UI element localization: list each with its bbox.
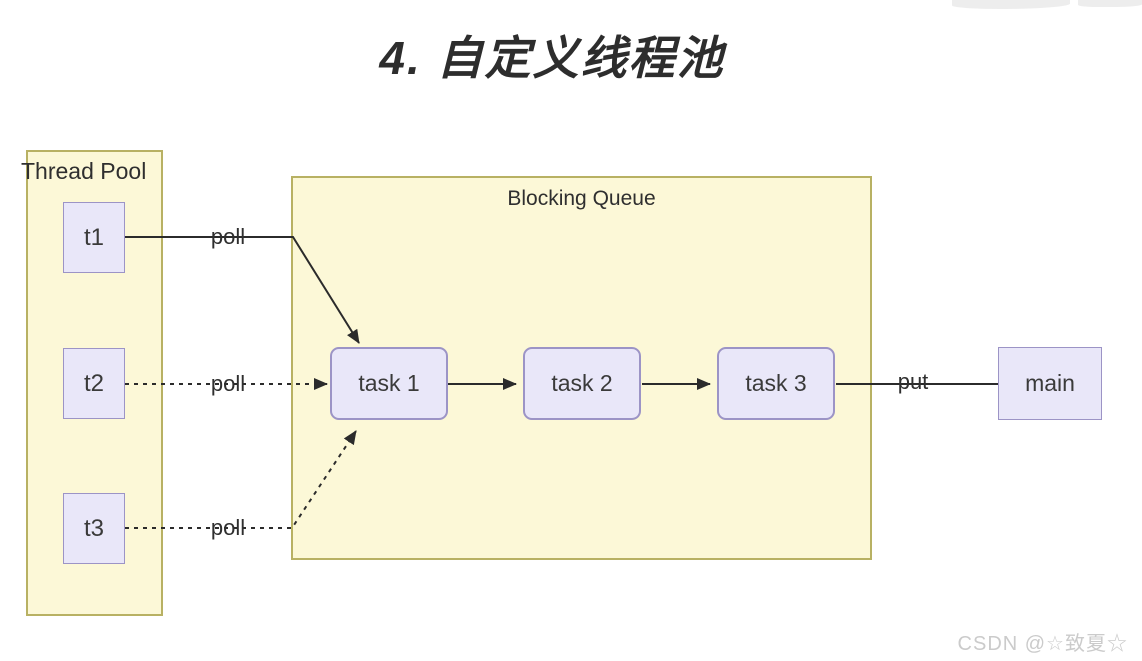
thread-node-label: t2 — [83, 369, 104, 397]
top-edge-artifact — [952, 0, 1070, 9]
thread-node-t3: t3 — [63, 493, 125, 564]
task-node-2: task 2 — [523, 347, 641, 420]
task-node-label: task 2 — [551, 370, 613, 396]
page-title: 4. 自定义线程池 — [379, 32, 725, 84]
task-node-label: task 1 — [358, 370, 420, 396]
task-node-3: task 3 — [717, 347, 835, 420]
blocking-queue-label: Blocking Queue — [507, 187, 656, 210]
main-node: main — [998, 347, 1102, 420]
thread-node-label: t3 — [83, 514, 104, 542]
edge-label-poll-t3: poll — [210, 515, 246, 540]
task-node-1: task 1 — [330, 347, 448, 420]
edge-label-poll-t1: poll — [210, 224, 246, 249]
thread-node-t2: t2 — [63, 348, 125, 419]
edge-label-put: put — [897, 369, 929, 394]
task-node-label: task 3 — [745, 370, 807, 396]
edge-label-poll-t2: poll — [210, 371, 246, 396]
thread-pool-label: Thread Pool — [21, 158, 147, 184]
top-edge-artifact — [1078, 0, 1142, 7]
csdn-watermark: CSDN @☆致夏☆ — [957, 633, 1128, 655]
thread-node-t1: t1 — [63, 202, 125, 273]
thread-node-label: t1 — [83, 223, 104, 251]
main-node-label: main — [1025, 370, 1075, 396]
